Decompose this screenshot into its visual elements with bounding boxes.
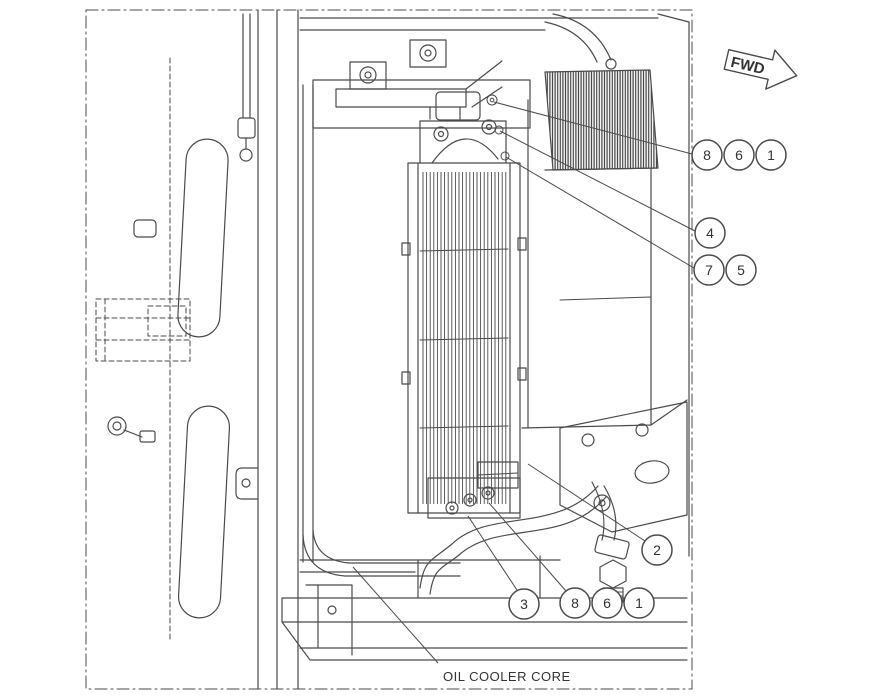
svg-text:3: 3 [520, 596, 528, 612]
callout-6-bottom: 6 [591, 587, 623, 619]
leader-lines [352, 101, 696, 664]
svg-text:8: 8 [703, 147, 711, 163]
svg-text:2: 2 [653, 542, 661, 558]
callout-8-top: 8 [691, 139, 723, 171]
svg-text:5: 5 [737, 262, 745, 278]
figure-caption: OIL COOLER CORE [443, 669, 571, 684]
radiator-body [302, 79, 531, 577]
mounting-bolts [486, 94, 510, 161]
callout-1-bottom: 1 [623, 587, 655, 619]
svg-text:8: 8 [571, 595, 579, 611]
callout-7: 7 [693, 254, 725, 286]
svg-text:4: 4 [706, 225, 714, 241]
svg-text:1: 1 [635, 595, 643, 611]
top-structure [299, 13, 659, 120]
svg-text:7: 7 [705, 262, 713, 278]
callout-5: 5 [725, 254, 757, 286]
callout-8-bottom: 8 [559, 587, 591, 619]
callout-3: 3 [508, 588, 540, 620]
callout-6-top: 6 [723, 139, 755, 171]
callout-4: 4 [694, 217, 726, 249]
left-wall-panel [95, 9, 299, 690]
svg-text:6: 6 [603, 595, 611, 611]
oil-cooler-core [401, 91, 527, 519]
svg-text:6: 6 [735, 147, 743, 163]
fwd-arrow: FWD [723, 49, 798, 90]
svg-text:1: 1 [767, 147, 775, 163]
figure-border [85, 9, 693, 690]
bottom-frame [281, 555, 688, 661]
right-panel [521, 13, 690, 557]
callout-1-top: 1 [755, 139, 787, 171]
fwd-arrow-shape [723, 49, 798, 90]
callout-2: 2 [641, 534, 673, 566]
lower-bracket [559, 401, 688, 533]
